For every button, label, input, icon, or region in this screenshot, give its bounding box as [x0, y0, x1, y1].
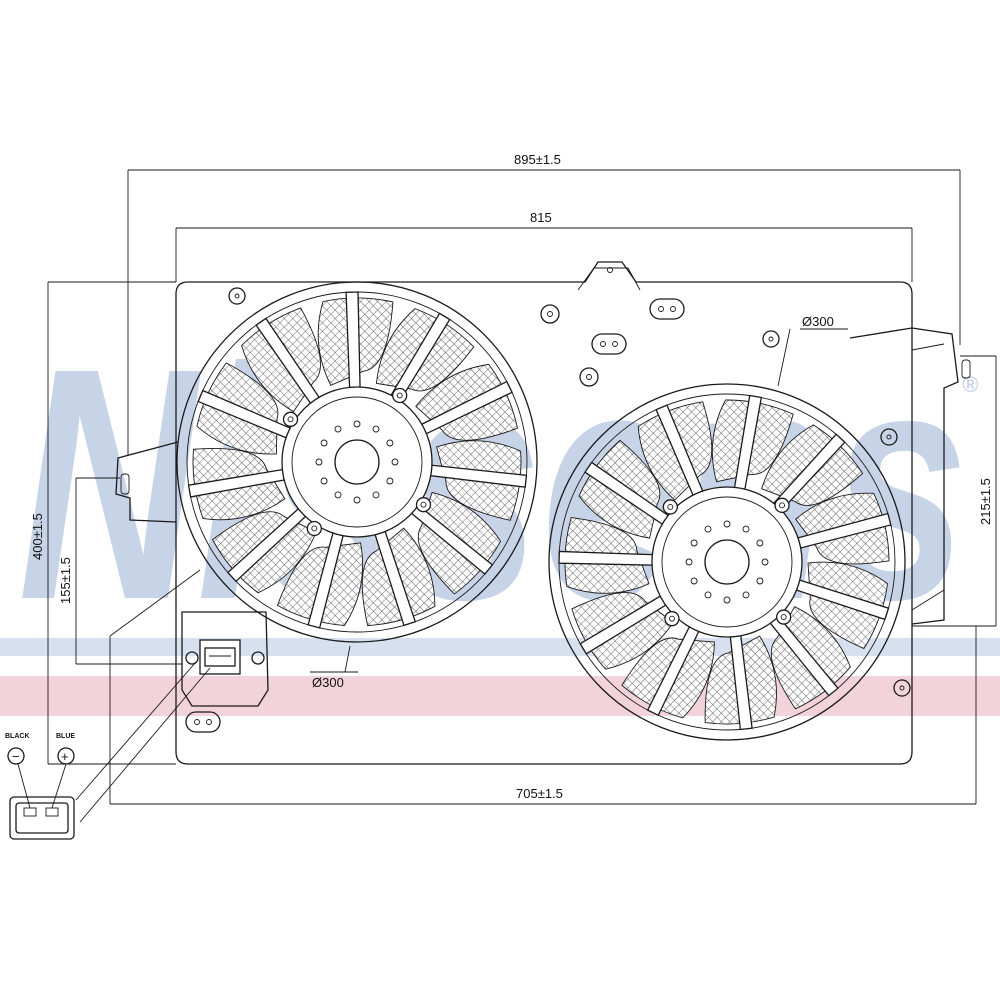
motor-connector-housing	[181, 611, 269, 707]
dim-overall-width: 895±1.5	[514, 152, 561, 167]
left-bracket	[115, 441, 179, 523]
dim-left-offset: 155±1.5	[58, 557, 73, 604]
terminal-minus	[7, 747, 25, 765]
mounting-holes	[185, 287, 911, 733]
fan-left-hub-center	[334, 439, 380, 485]
connector-plug: − + BLACK BLUE	[5, 661, 211, 840]
terminal-minus-symbol: −	[12, 749, 20, 764]
watermark-registered: ®	[962, 372, 979, 397]
dim-bottom-width: 705±1.5	[516, 786, 563, 801]
black-wire-label: BLACK	[5, 733, 30, 740]
blue-wire-label: BLUE	[56, 733, 75, 740]
watermark-band-pink	[0, 676, 1000, 716]
fan-right-hub-center	[704, 539, 750, 585]
dim-height: 400±1.5	[30, 513, 45, 560]
dim-fan-left-diameter: Ø300	[312, 675, 344, 690]
fan-left	[176, 281, 538, 643]
dim-right-offset: 215±1.5	[978, 478, 993, 525]
dim-fan-right-diameter: Ø300	[802, 314, 834, 329]
shroud-outline	[175, 261, 913, 765]
dim-mount-width: 815	[530, 210, 552, 225]
terminal-plus-symbol: +	[61, 749, 69, 764]
dimension-lines: 895±1.5 815 705±1.5 400±1.5 155±1.5 215±…	[30, 152, 997, 805]
right-bracket	[849, 327, 959, 625]
fan-right	[548, 383, 906, 741]
